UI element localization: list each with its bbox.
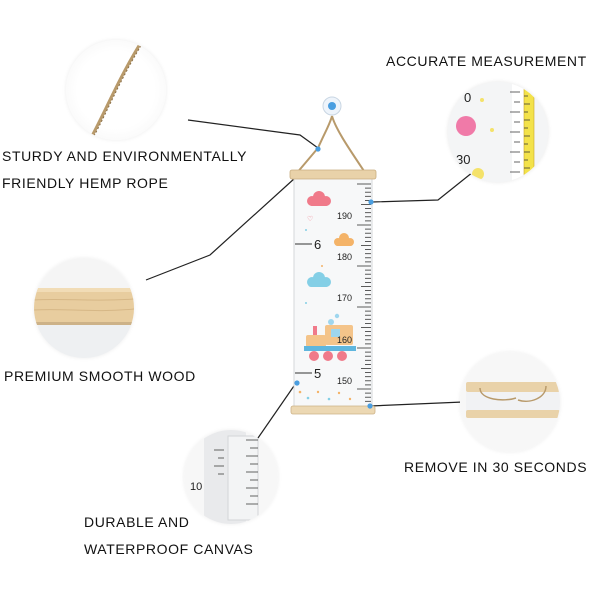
leader-canvas <box>257 382 297 439</box>
feet-mark-6: 6 <box>314 237 321 252</box>
label-accurate-measurement: ACCURATE MEASUREMENT <box>386 53 587 69</box>
zoom-wood <box>34 258 134 358</box>
label-hemp-rope-line2: FRIENDLY HEMP ROPE <box>2 175 169 191</box>
label-remove-30-seconds: REMOVE IN 30 SECONDS <box>404 459 588 475</box>
cm-mark-150: 150 <box>337 376 352 386</box>
label-hemp-rope-line1: STURDY AND ENVIRONMENTALLY <box>2 148 248 164</box>
label-durable-line1: DURABLE AND <box>84 514 190 530</box>
foot-ticks <box>295 243 312 374</box>
cm-mark-160: 160 <box>337 335 352 345</box>
zoom-canvas: 10 <box>184 430 278 524</box>
bottom-wood-bar <box>290 405 376 415</box>
leader-wood <box>145 177 296 281</box>
cm-mark-170: 170 <box>337 293 352 303</box>
confetti-dots <box>298 229 352 401</box>
ruler-ticks <box>357 183 371 402</box>
cloud-orange <box>334 233 354 246</box>
zoom-accurate-mark-0: 0 <box>464 90 471 105</box>
zoom-rope <box>66 40 166 140</box>
rope-blue-dot <box>315 146 321 152</box>
top-wood-bar <box>289 169 377 180</box>
leader-lines <box>145 119 479 439</box>
wall-hook <box>322 96 342 116</box>
feet-mark-5: 5 <box>314 366 321 381</box>
leader-accurate <box>371 167 479 203</box>
hemp-rope <box>295 115 367 175</box>
train-illustration <box>304 313 356 361</box>
label-durable-line2: WATERPROOF CANVAS <box>84 541 254 557</box>
label-premium-wood: PREMIUM SMOOTH WOOD <box>4 368 196 384</box>
zoom-accurate: 0 30 <box>448 82 548 182</box>
zoom-remove <box>460 352 560 452</box>
cloud-pink <box>307 191 331 206</box>
cloud-blue <box>307 272 331 287</box>
leader-rope <box>187 119 319 149</box>
leader-remove <box>369 401 464 407</box>
cm-mark-190: 190 <box>337 211 352 221</box>
cm-mark-180: 180 <box>337 252 352 262</box>
heart-doodle: ♡ <box>307 215 313 223</box>
zoom-accurate-mark-30: 30 <box>456 152 470 167</box>
zoom-canvas-mark-10: 10 <box>190 481 202 493</box>
blue-markers <box>294 199 374 409</box>
